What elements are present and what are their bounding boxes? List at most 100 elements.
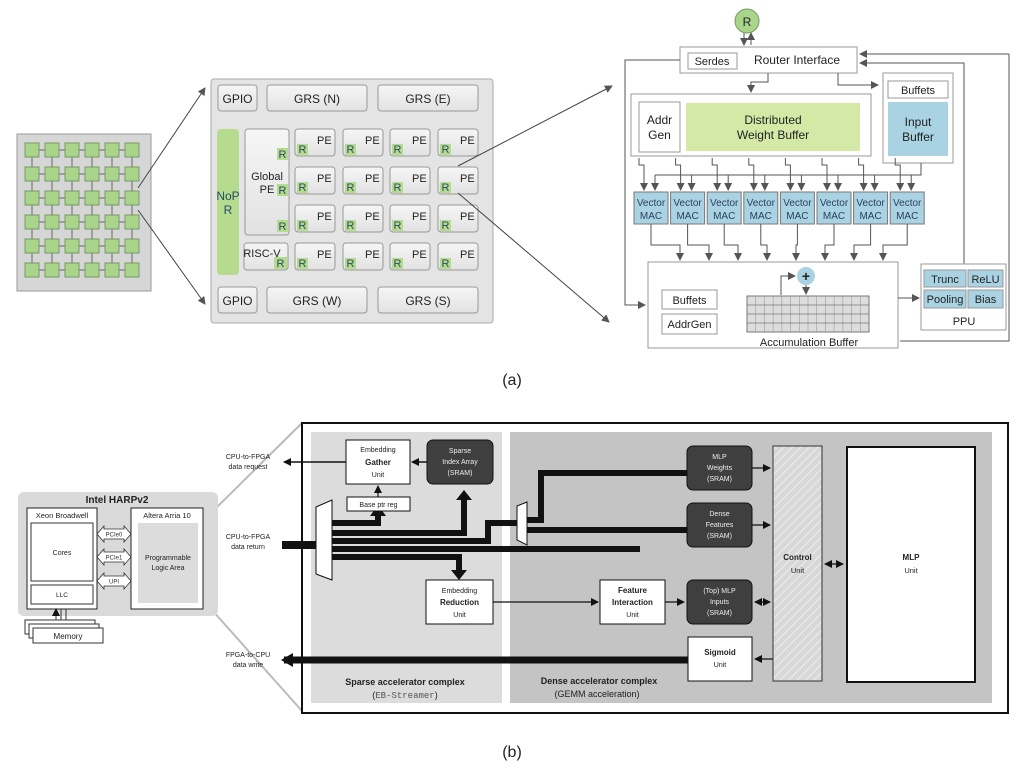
- svg-text:CPU-to-FPGA: CPU-to-FPGA: [226, 534, 271, 541]
- svg-text:Unit: Unit: [626, 612, 639, 619]
- svg-text:GRS (S): GRS (S): [405, 294, 450, 308]
- pe-cell: RPE: [294, 166, 336, 195]
- grid-cell: [84, 142, 100, 158]
- pe-cell: RPE: [437, 204, 479, 233]
- svg-text:Unit: Unit: [453, 612, 466, 619]
- svg-text:PE: PE: [260, 184, 275, 196]
- caption-a: (a): [502, 372, 522, 389]
- router-to-weights-line: [747, 73, 769, 93]
- caption-b: (b): [502, 744, 522, 761]
- embedding-reduction-unit: Embedding Reduction Unit: [425, 579, 494, 625]
- grs-n: GRS (N): [266, 84, 368, 112]
- mlp-weights-sram: MLP Weights (SRAM): [686, 445, 753, 491]
- svg-text:Base ptr reg: Base ptr reg: [359, 502, 397, 509]
- svg-text:Addr: Addr: [647, 113, 672, 127]
- sigmoid-unit: Sigmoid Unit: [687, 636, 753, 682]
- svg-text:R: R: [442, 144, 450, 156]
- svg-text:PE: PE: [317, 173, 332, 185]
- svg-text:GPIO: GPIO: [222, 92, 252, 106]
- svg-text:Unit: Unit: [791, 566, 805, 575]
- svg-text:Vector: Vector: [783, 198, 812, 209]
- svg-text:RISC-V: RISC-V: [243, 248, 281, 260]
- svg-text:R: R: [394, 220, 402, 232]
- grid-cell: [44, 214, 60, 230]
- svg-text:PE: PE: [460, 173, 475, 185]
- svg-text:R: R: [279, 149, 287, 161]
- pe-detail: R Serdes Router Interface Addr Gen Distr…: [624, 8, 1010, 349]
- svg-text:R: R: [277, 258, 285, 270]
- svg-text:PE: PE: [460, 135, 475, 147]
- svg-text:MAC: MAC: [713, 211, 735, 222]
- grid-cell: [24, 238, 40, 254]
- svg-text:Buffets: Buffets: [672, 295, 707, 307]
- svg-text:GRS (N): GRS (N): [294, 92, 340, 106]
- tile-diagram: GPIO GRS (N) GRS (E) GPIO GRS (W) GRS (S…: [210, 78, 494, 324]
- svg-text:GRS (E): GRS (E): [405, 92, 450, 106]
- svg-text:Vector: Vector: [747, 198, 776, 209]
- svg-text:Vector: Vector: [637, 198, 666, 209]
- svg-text:GPIO: GPIO: [222, 294, 252, 308]
- svg-text:Xeon Broadwell: Xeon Broadwell: [36, 511, 89, 520]
- svg-text:UPI: UPI: [109, 580, 119, 586]
- svg-text:Serdes: Serdes: [695, 56, 730, 68]
- svg-text:Unit: Unit: [904, 566, 918, 575]
- pe-cell: RPE: [294, 204, 336, 233]
- svg-text:MAC: MAC: [859, 211, 881, 222]
- grid-cell: [64, 142, 80, 158]
- svg-text:PPU: PPU: [953, 316, 976, 328]
- svg-text:ReLU: ReLU: [971, 274, 999, 286]
- grid-cell: [104, 142, 120, 158]
- mux-sparse: [315, 499, 333, 581]
- grid-cell: [104, 262, 120, 278]
- pe-zoom-arrow-bottom: [457, 192, 610, 323]
- sparse-title: Sparse accelerator complex: [345, 677, 465, 687]
- svg-text:MAC: MAC: [896, 211, 918, 222]
- grid-cell: [124, 214, 140, 230]
- pe-cell: RPE: [389, 204, 431, 233]
- grid-cell: [24, 190, 40, 206]
- svg-text:Memory: Memory: [54, 632, 83, 641]
- grid-cell: [64, 238, 80, 254]
- svg-text:data write: data write: [233, 662, 263, 669]
- svg-text:+: +: [802, 268, 810, 284]
- svg-text:Programmable: Programmable: [145, 555, 191, 562]
- grid-cell: [104, 214, 120, 230]
- svg-text:PE: PE: [412, 173, 427, 185]
- svg-text:Cores: Cores: [53, 550, 72, 557]
- accumulation-block: Buffets AddrGen Accumulation Buffer +: [647, 261, 899, 349]
- svg-text:R: R: [394, 258, 402, 270]
- svg-text:(SRAM): (SRAM): [707, 610, 732, 617]
- svg-text:FPGA-to-CPU: FPGA-to-CPU: [226, 652, 270, 659]
- router-node: R: [734, 8, 760, 46]
- svg-text:R: R: [347, 182, 355, 194]
- memory-stack: Memory: [24, 619, 104, 644]
- router-to-input-line: [837, 73, 879, 89]
- svg-text:Weight Buffer: Weight Buffer: [737, 128, 809, 142]
- svg-text:R: R: [394, 182, 402, 194]
- svg-text:Input: Input: [905, 115, 932, 129]
- svg-text:NoP: NoP: [216, 189, 239, 203]
- svg-text:Vector: Vector: [673, 198, 702, 209]
- svg-text:Embedding: Embedding: [442, 588, 478, 595]
- pe-cell: RPE: [437, 166, 479, 195]
- svg-text:Dense: Dense: [709, 511, 729, 518]
- svg-text:MAC: MAC: [823, 211, 845, 222]
- svg-text:R: R: [299, 258, 307, 270]
- pe-cell: RPE: [294, 128, 336, 157]
- grid-cell: [24, 166, 40, 182]
- grid-cell: [64, 166, 80, 182]
- svg-text:PCIe1: PCIe1: [106, 556, 123, 562]
- svg-text:R: R: [442, 220, 450, 232]
- pe-zoom-arrow-top: [457, 85, 613, 167]
- svg-text:R: R: [299, 144, 307, 156]
- pe-array: RPERPERPERPERPERPERPERPERPERPERPERPERPER…: [294, 128, 479, 271]
- chip-grid: [16, 133, 152, 292]
- svg-text:AddrGen: AddrGen: [667, 319, 711, 331]
